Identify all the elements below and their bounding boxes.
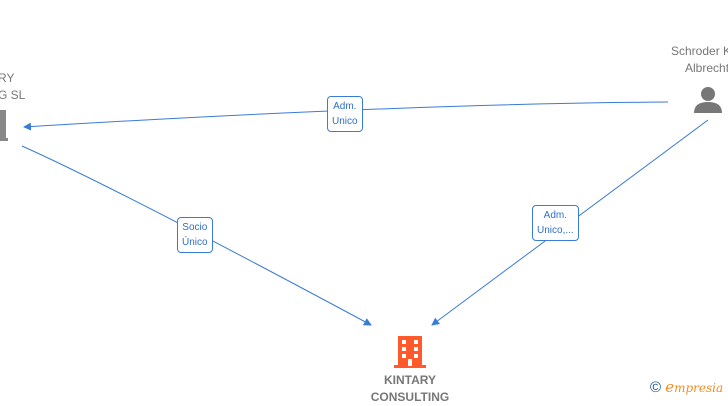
person-icon [694, 87, 722, 113]
building-icon-left [0, 110, 8, 141]
edge-left-to-center [21, 145, 372, 326]
edge-person-to-left [23, 101, 669, 131]
edge-label-adm-unico[interactable]: Adm.Unico [327, 96, 363, 132]
edge-label-adm-unico-more[interactable]: Adm.Unico,... [532, 205, 579, 241]
empresia-logo: © empresia [650, 378, 724, 396]
